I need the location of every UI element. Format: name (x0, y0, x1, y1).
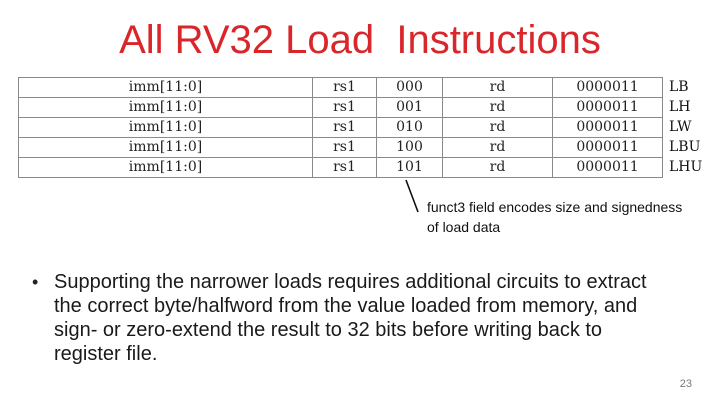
bullet-item: • Supporting the narrower loads requires… (32, 270, 672, 366)
cell-imm: imm[11:0] (18, 77, 313, 98)
cell-imm: imm[11:0] (18, 117, 313, 138)
cell-imm: imm[11:0] (18, 97, 313, 118)
cell-opcode: 0000011 (552, 157, 663, 178)
cell-funct3: 101 (376, 157, 443, 178)
bullet-text: Supporting the narrower loads requires a… (54, 271, 647, 365)
cell-rd: rd (442, 137, 553, 158)
cell-rs1: rs1 (312, 117, 377, 138)
cell-rd: rd (442, 157, 553, 178)
mnemonic-column: LB LH LW LBU LHU (669, 77, 702, 177)
cell-funct3: 100 (376, 137, 443, 158)
cell-opcode: 0000011 (552, 97, 663, 118)
cell-rd: rd (442, 97, 553, 118)
cell-funct3: 010 (376, 117, 443, 138)
cell-opcode: 0000011 (552, 77, 663, 98)
slide-title: All RV32 Load Instructions (119, 18, 601, 62)
cell-rs1: rs1 (312, 137, 377, 158)
mnemonic-label: LHU (669, 159, 703, 175)
cell-imm: imm[11:0] (18, 137, 313, 158)
annotation-arrow (405, 179, 419, 213)
page-number: 23 (679, 378, 692, 390)
mnemonic-label: LB (669, 79, 689, 95)
cell-opcode: 0000011 (552, 117, 663, 138)
funct3-annotation: funct3 field encodes size and signedness… (427, 199, 683, 235)
cell-rs1: rs1 (312, 157, 377, 178)
cell-funct3: 001 (376, 97, 443, 118)
cell-funct3: 000 (376, 77, 443, 98)
cell-imm: imm[11:0] (18, 157, 313, 178)
cell-rs1: rs1 (312, 97, 377, 118)
mnemonic-label: LBU (669, 139, 701, 155)
bullet-dot: • (32, 272, 39, 292)
cell-rd: rd (442, 117, 553, 138)
cell-rs1: rs1 (312, 77, 377, 98)
mnemonic-label: LH (669, 99, 691, 115)
cell-opcode: 0000011 (552, 137, 663, 158)
mnemonic-label: LW (669, 119, 692, 135)
cell-rd: rd (442, 77, 553, 98)
